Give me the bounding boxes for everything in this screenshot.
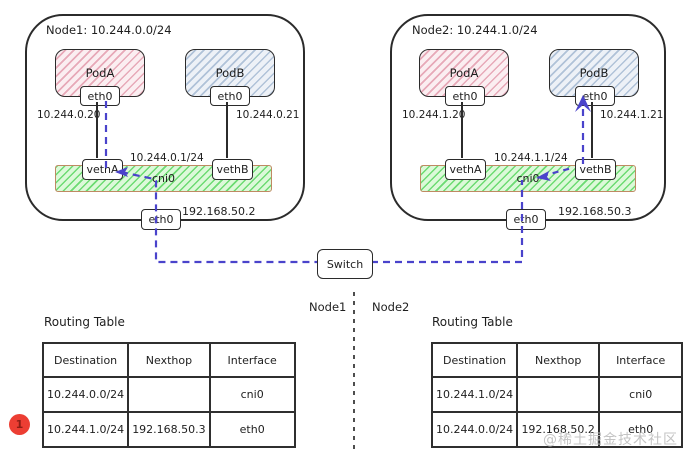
- node2-pod-a-label: PodA: [449, 66, 479, 80]
- flow-arrowhead-left-small-icon: [536, 171, 551, 181]
- node1-pod-a-label: PodA: [85, 66, 115, 80]
- cell-nexthop: [127, 376, 211, 413]
- node1-pod-b-ip: 10.244.0.21: [236, 109, 300, 121]
- node2-routing-table-title: Routing Table: [432, 315, 513, 329]
- node1-cni0-label: cni0: [151, 172, 176, 185]
- node1-pod-a-eth0: eth0: [80, 86, 120, 106]
- step-1-badge: 1: [9, 414, 30, 435]
- cell-destination: 10.244.0.0/24: [430, 411, 519, 448]
- table-row: 10.244.1.0/24 cni0: [430, 376, 684, 413]
- node1-veth-b: vethB: [212, 159, 253, 180]
- cell-interface: cni0: [208, 376, 296, 413]
- node1-title: Node1: 10.244.0.0/24: [46, 23, 172, 37]
- node1-routing-table-title: Routing Table: [44, 315, 125, 329]
- node1-veth-a: vethA: [82, 159, 123, 180]
- header-interface: Interface: [208, 342, 296, 378]
- header-destination: Destination: [430, 342, 519, 378]
- table-row: 10.244.0.0/24 192.168.50.2 eth0: [430, 411, 684, 448]
- node2-box: Node2: 10.244.1.0/24 PodA PodB eth0 eth0…: [390, 14, 666, 230]
- packet-flow-node1-bridge-to-switch-line: [120, 170, 317, 264]
- divider-label-node1: Node1: [309, 300, 347, 314]
- cell-destination: 10.244.1.0/24: [430, 376, 519, 413]
- header-interface: Interface: [598, 342, 684, 378]
- node2-pod-a-eth0: eth0: [445, 86, 485, 106]
- packet-flow-switch-to-node2-line: [371, 180, 524, 264]
- flow-arrowhead-left-icon: [115, 167, 128, 177]
- cell-interface: cni0: [598, 376, 684, 413]
- node2-veth-a: vethA: [445, 159, 486, 180]
- node1-pod-b-label: PodB: [215, 66, 245, 80]
- node2-routing-table: Destination Nexthop Interface 10.244.1.0…: [430, 342, 684, 448]
- table-row: 10.244.0.0/24 cni0: [41, 376, 296, 413]
- node2-pod-b-ip: 10.244.1.21: [600, 109, 664, 121]
- header-nexthop: Nexthop: [516, 342, 601, 378]
- switch-box: Switch: [317, 249, 373, 279]
- header-nexthop: Nexthop: [127, 342, 211, 378]
- cell-interface: eth0: [208, 411, 296, 448]
- cell-interface: eth0: [598, 411, 684, 448]
- cell-nexthop: 192.168.50.2: [516, 411, 601, 448]
- cell-destination: 10.244.0.0/24: [41, 376, 130, 413]
- divider-label-node2: Node2: [372, 300, 410, 314]
- node1-routing-table: Destination Nexthop Interface 10.244.0.0…: [41, 342, 296, 448]
- node1-bridge-ip: 10.244.0.1/24: [130, 152, 204, 164]
- node1-pod-b-eth0: eth0: [210, 86, 250, 106]
- node2-host-eth0: eth0: [506, 209, 546, 230]
- node2-pod-b: PodB: [549, 49, 639, 97]
- table-row: 10.244.1.0/24 192.168.50.3 eth0: [41, 411, 296, 448]
- header-destination: Destination: [41, 342, 130, 378]
- node2-title: Node2: 10.244.1.0/24: [412, 23, 538, 37]
- flow-arrowhead-up-icon: [575, 95, 591, 112]
- node1-pod-a-ip: 10.244.0.20: [37, 109, 101, 121]
- node1-host-ip: 192.168.50.2: [182, 205, 256, 218]
- node1-host-eth0: eth0: [141, 209, 181, 230]
- cell-nexthop: 192.168.50.3: [127, 411, 211, 448]
- cell-nexthop: [516, 376, 601, 413]
- node1-box: Node1: 10.244.0.0/24 PodA PodB eth0 eth0…: [25, 14, 305, 230]
- table-header-row: Destination Nexthop Interface: [430, 342, 684, 378]
- table-header-row: Destination Nexthop Interface: [41, 342, 296, 378]
- node2-veth-b: vethB: [575, 159, 616, 180]
- node2-pod-a-ip: 10.244.1.20: [402, 109, 466, 121]
- cell-destination: 10.244.1.0/24: [41, 411, 130, 448]
- node2-host-ip: 192.168.50.3: [558, 205, 632, 218]
- watermark: @稀土掘金技术社区: [543, 432, 678, 448]
- node2-bridge-ip: 10.244.1.1/24: [494, 152, 568, 164]
- node2-pod-b-label: PodB: [579, 66, 609, 80]
